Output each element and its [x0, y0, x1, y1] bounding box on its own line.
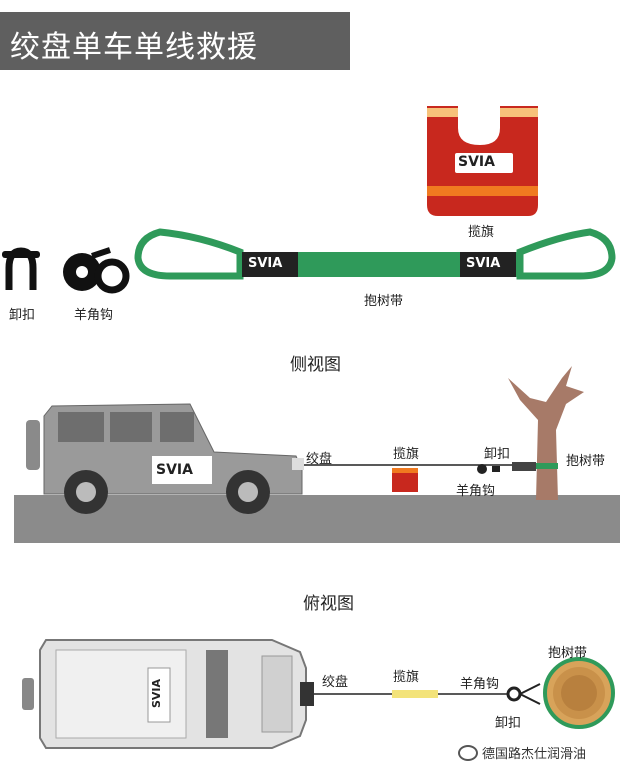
flag-logo: SVIA	[458, 154, 495, 170]
ground	[14, 495, 620, 543]
top-flag-label: 揽旗	[393, 670, 420, 685]
side-shackle-label: 卸扣	[484, 447, 511, 462]
side-strap-label: 抱树带	[566, 454, 606, 469]
top-shackle-label: 卸扣	[495, 716, 522, 731]
top-view-title: 俯视图	[303, 594, 354, 614]
strap-logo-left: SVIA	[248, 256, 283, 271]
side-view-title: 侧视图	[290, 355, 341, 375]
watermark-text: 德国路杰仕润滑油	[482, 747, 587, 762]
top-winch-label: 绞盘	[322, 675, 349, 690]
top-hook-label: 羊角钩	[460, 677, 500, 692]
top-strap-label: 抱树带	[548, 646, 588, 661]
vehicle-logo-top: SVIA	[150, 678, 163, 708]
wechat-icon	[458, 745, 478, 761]
legend-shackle-label: 卸扣	[9, 308, 36, 323]
side-hook-label: 羊角钩	[456, 484, 496, 499]
legend-flag-label: 揽旗	[468, 225, 495, 240]
side-winch-label: 绞盘	[306, 452, 333, 467]
page-title: 绞盘单车单线救援	[10, 30, 258, 65]
vehicle-logo-side: SVIA	[156, 462, 193, 478]
legend-strap-label: 抱树带	[364, 294, 404, 309]
strap-logo-right: SVIA	[466, 256, 501, 271]
legend-hook-label: 羊角钩	[74, 308, 114, 323]
side-flag-label: 揽旗	[393, 447, 420, 462]
title-banner	[0, 12, 350, 70]
